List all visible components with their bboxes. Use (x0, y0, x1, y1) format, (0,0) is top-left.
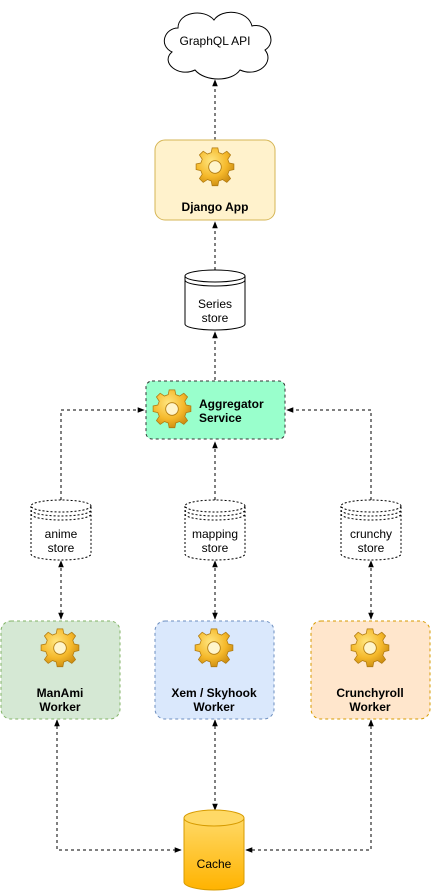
crunchyroll-box (310, 620, 431, 720)
gear-icon (40, 628, 80, 668)
crunchyroll-worker-node: Crunchyroll Worker (310, 620, 431, 720)
anime-store-line2: store (48, 541, 75, 555)
django-label: Django App (182, 200, 249, 214)
gear-icon (194, 628, 234, 668)
series-store-line1: Series (198, 297, 232, 311)
django-app-node: Django App (154, 139, 276, 221)
graphql-api-cloud: GraphQL API (163, 11, 272, 80)
edge-anime-aggregator (60, 407, 145, 500)
aggregator-service-node: Aggregator Service (145, 380, 286, 440)
cache-label: Cache (197, 857, 232, 871)
manami-box (0, 620, 121, 720)
graphql-label: GraphQL API (180, 34, 251, 48)
edge-crunchy-aggregator (286, 407, 372, 500)
crunchy-store-line2: store (358, 541, 385, 555)
mapping-store-line1: mapping (192, 527, 238, 541)
manami-worker-node: ManAmi Worker (0, 620, 121, 720)
series-store-node: Series store (184, 269, 246, 331)
crunchyroll-line2: Worker (349, 700, 390, 714)
aggregator-line2: Service (199, 411, 242, 425)
edge-crunchyroll-cache (245, 719, 374, 853)
crunchy-store-node: crunchy store (340, 499, 402, 561)
xem-box (154, 620, 275, 720)
series-store-line2: store (202, 311, 229, 325)
mapping-store-line2: store (202, 541, 229, 555)
edge-manami-cache (54, 719, 182, 853)
xem-worker-node: Xem / Skyhook Worker (154, 620, 275, 720)
cache-node: Cache (183, 809, 245, 891)
manami-line1: ManAmi (37, 686, 84, 700)
aggregator-line1: Aggregator (199, 397, 264, 411)
manami-line2: Worker (39, 700, 80, 714)
anime-store-line1: anime (45, 527, 78, 541)
gear-icon (195, 147, 235, 187)
mapping-store-node: mapping store (184, 499, 246, 561)
gear-icon (350, 628, 390, 668)
crunchyroll-line1: Crunchyroll (336, 686, 403, 700)
anime-store-node: anime store (30, 499, 92, 561)
crunchy-store-line1: crunchy (350, 527, 392, 541)
connectors (54, 79, 374, 853)
xem-line2: Worker (193, 700, 234, 714)
gear-icon (152, 389, 192, 429)
xem-line1: Xem / Skyhook (171, 686, 257, 700)
